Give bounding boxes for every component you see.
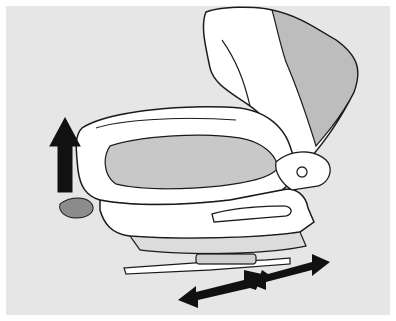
seat-cushion — [76, 107, 294, 205]
